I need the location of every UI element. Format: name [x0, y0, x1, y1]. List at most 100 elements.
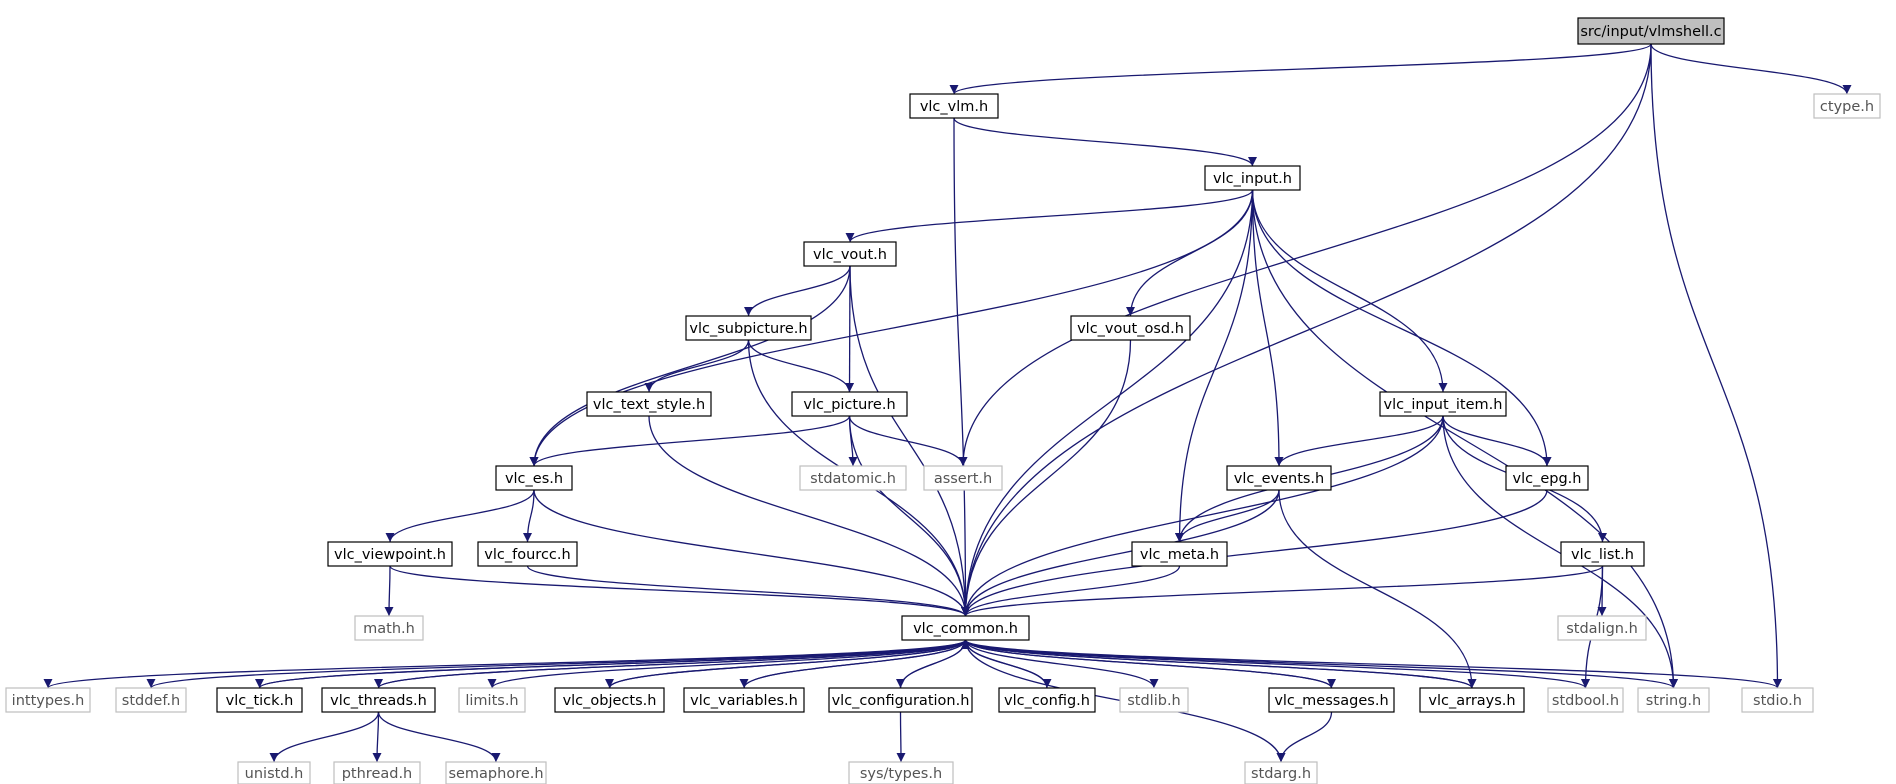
edge-vlc_input-to-string [1251, 189, 1678, 689]
node-box [799, 465, 907, 491]
node-vlc-arrays[interactable]: vlc_arrays.h [1419, 687, 1525, 713]
node-label: limits.h [465, 693, 518, 709]
edge-vlc_common-to-string [964, 639, 1678, 689]
node-vlc-messages[interactable]: vlc_messages.h [1268, 687, 1395, 713]
edge-root-to-assert [958, 43, 1652, 467]
node-vlc-list[interactable]: vlc_list.h [1560, 541, 1645, 567]
edge-root-to-vlc_vlm [949, 43, 1652, 95]
node-box [1226, 465, 1332, 491]
node-math: math.h [354, 615, 424, 641]
node-vlc-input-item[interactable]: vlc_input_item.h [1379, 391, 1507, 417]
node-vlc-vout[interactable]: vlc_vout.h [803, 241, 897, 267]
edge-vlc_vout_osd-to-vlc_common [961, 339, 1132, 617]
node-box [848, 761, 954, 784]
node-vlc-vlm[interactable]: vlc_vlm.h [909, 93, 999, 119]
node-stdlib: stdlib.h [1119, 687, 1189, 713]
edge-vlc_vlm-to-vlc_common [953, 117, 970, 617]
node-box [1560, 541, 1645, 567]
node-label: vlc_subpicture.h [689, 321, 807, 337]
node-vlc-fourcc[interactable]: vlc_fourcc.h [477, 541, 578, 567]
node-box [354, 615, 424, 641]
node-label: vlc_vout.h [813, 247, 887, 263]
edge-vlc_picture-to-assert [848, 415, 968, 467]
edge-vlc_threads-to-vlc_common [377, 639, 970, 689]
node-box [327, 541, 453, 567]
node-vlc-vout-osd[interactable]: vlc_vout_osd.h [1070, 315, 1191, 341]
node-vlc-input[interactable]: vlc_input.h [1204, 165, 1301, 191]
node-vlc-config[interactable]: vlc_config.h [998, 687, 1096, 713]
edge-vlc_input-to-vlc_vout_osd [1126, 189, 1254, 317]
node-box [998, 687, 1096, 713]
node-box [1204, 165, 1301, 191]
edge-vlc_subpicture-to-vlc_picture [747, 339, 854, 393]
edge-vlc_text_style-to-vlc_common [648, 415, 970, 617]
node-vlc-text-style[interactable]: vlc_text_style.h [586, 391, 712, 417]
node-vlc-epg[interactable]: vlc_epg.h [1505, 465, 1589, 491]
node-box [1379, 391, 1507, 417]
node-box [1268, 687, 1395, 713]
node-box [791, 391, 908, 417]
node-label: math.h [363, 621, 415, 637]
node-vlc-variables[interactable]: vlc_variables.h [683, 687, 805, 713]
node-vlc-threads[interactable]: vlc_threads.h [321, 687, 436, 713]
node-box [477, 541, 578, 567]
node-box [445, 761, 547, 784]
node-box [1070, 315, 1191, 341]
node-sys-types: sys/types.h [848, 761, 954, 784]
node-label: vlc_tick.h [226, 693, 294, 709]
node-stddef: stddef.h [115, 687, 187, 713]
edge-vlc_common-to-limits [487, 639, 967, 689]
edge-vlc_common-to-stddef [146, 639, 967, 689]
edge-root-to-stdio [1650, 43, 1782, 689]
node-inttypes: inttypes.h [5, 687, 91, 713]
node-label: stdlib.h [1127, 693, 1181, 709]
node-vlc-es[interactable]: vlc_es.h [495, 465, 573, 491]
edge-vlc_messages-to-stdarg [1276, 711, 1333, 763]
node-box [458, 687, 526, 713]
node-vlc-tick[interactable]: vlc_tick.h [216, 687, 303, 713]
node-vlc-meta[interactable]: vlc_meta.h [1131, 541, 1228, 567]
node-label: semaphore.h [448, 766, 543, 782]
node-stdatomic: stdatomic.h [799, 465, 907, 491]
node-label: vlc_input.h [1213, 171, 1292, 187]
node-box [685, 315, 812, 341]
edge-vlc_objects-to-vlc_common [608, 639, 970, 689]
edge-vlc_events-to-vlc_arrays [1278, 489, 1477, 689]
node-label: stdarg.h [1251, 766, 1311, 782]
node-box [216, 687, 303, 713]
node-box [923, 465, 1003, 491]
edge-vlc_events-to-vlc_common [961, 489, 1280, 617]
edge-vlc_tick-to-vlc_common [258, 639, 970, 689]
node-vlc-common[interactable]: vlc_common.h [901, 615, 1030, 641]
node-box [321, 687, 436, 713]
edge-vlc_input-to-vlc_meta [1175, 189, 1254, 543]
edge-vlc_input-to-vlc_vout [845, 189, 1254, 243]
node-label: stdbool.h [1552, 693, 1619, 709]
node-label: vlc_events.h [1234, 471, 1324, 487]
node-label: stddef.h [122, 693, 180, 709]
node-label: vlc_vout_osd.h [1077, 321, 1184, 337]
node-box [1505, 465, 1589, 491]
edge-vlc_epg-to-vlc_common [961, 489, 1548, 617]
node-vlc-objects[interactable]: vlc_objects.h [554, 687, 665, 713]
node-box [1557, 615, 1647, 641]
node-vlc-viewpoint[interactable]: vlc_viewpoint.h [327, 541, 453, 567]
edge-vlc_picture-to-vlc_common [848, 415, 970, 617]
edge-vlc_variables-to-vlc_common [743, 639, 970, 689]
node-label: vlc_text_style.h [593, 397, 705, 413]
edge-vlc_messages-to-vlc_common [961, 639, 1333, 689]
edge-vlc_threads-to-unistd [269, 711, 380, 763]
edge-vlc_input_item-to-string [1442, 415, 1678, 689]
node-vlc-configuration[interactable]: vlc_configuration.h [828, 687, 973, 713]
node-label: sys/types.h [860, 766, 942, 782]
node-label: vlc_arrays.h [1428, 693, 1515, 709]
node-box [683, 687, 805, 713]
node-vlc-events[interactable]: vlc_events.h [1226, 465, 1332, 491]
node-vlc-picture[interactable]: vlc_picture.h [791, 391, 908, 417]
node-vlc-subpicture[interactable]: vlc_subpicture.h [685, 315, 812, 341]
node-box [909, 93, 999, 119]
node-box [803, 241, 897, 267]
node-stdio: stdio.h [1741, 687, 1814, 713]
